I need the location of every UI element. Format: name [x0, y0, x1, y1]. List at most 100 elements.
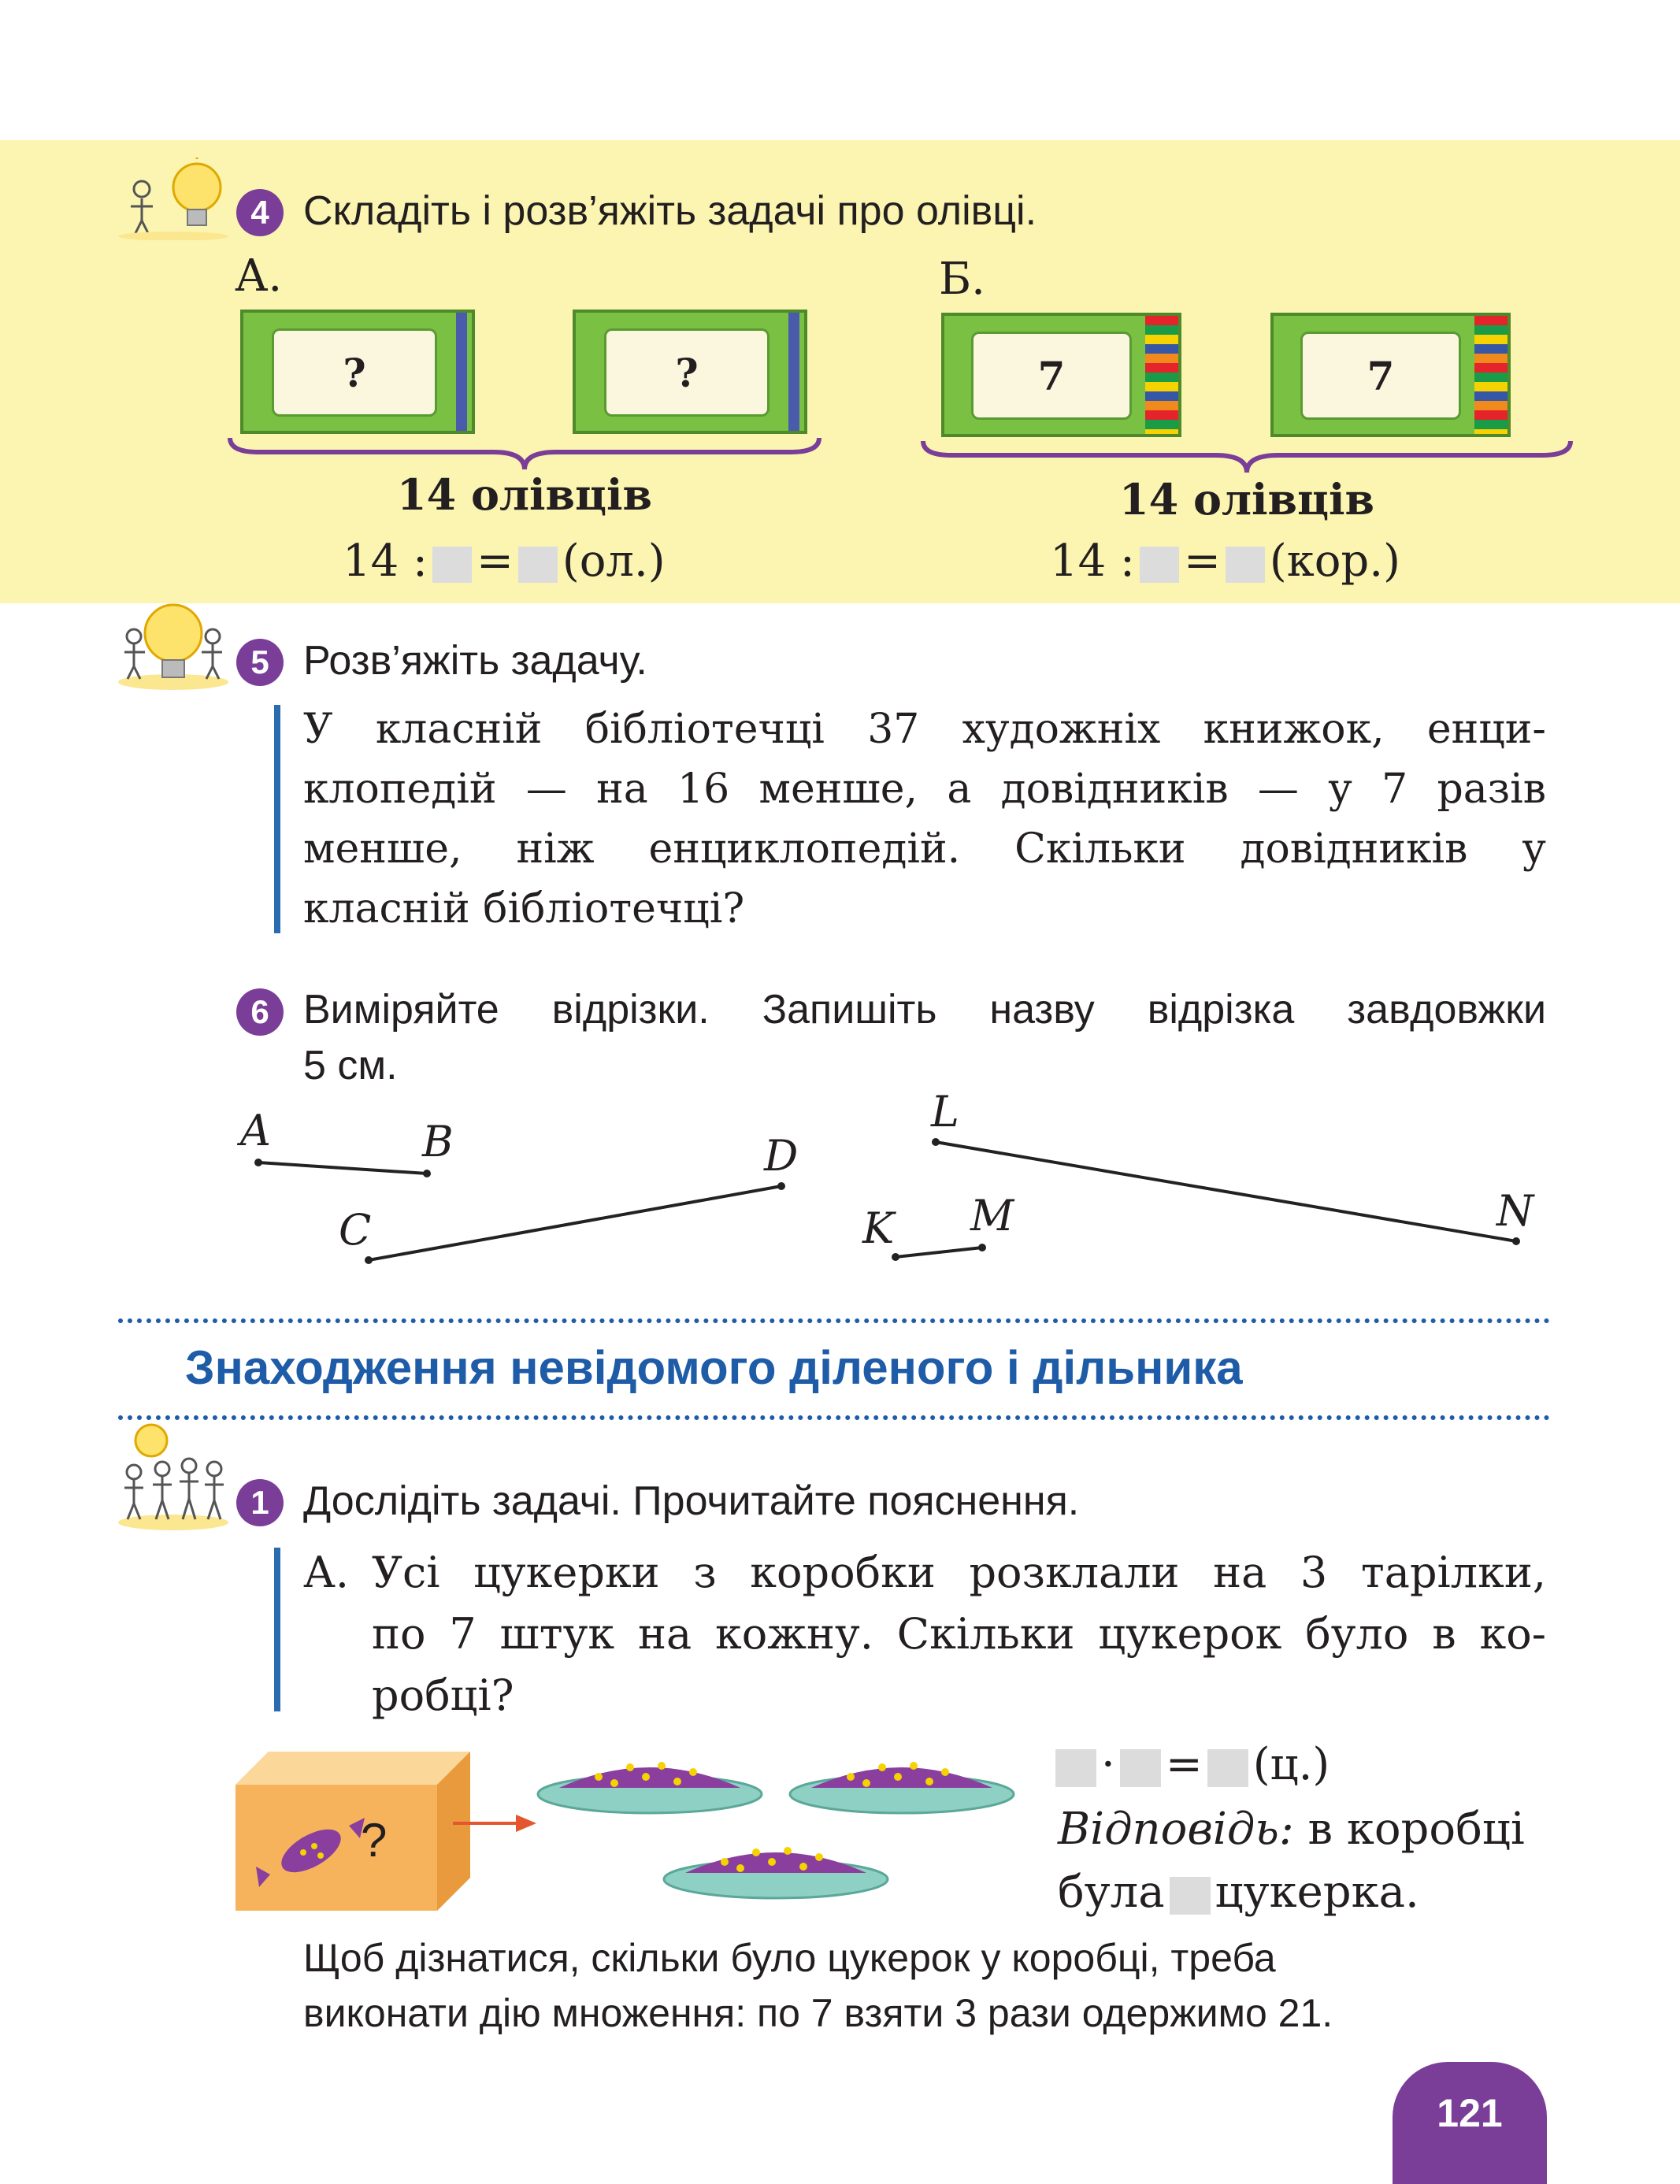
answer-box[interactable] [1169, 1876, 1211, 1915]
expr-left: 14 : [1050, 536, 1135, 587]
brace-b [921, 440, 1573, 473]
task1-answer-line2: була цукерка. [1058, 1867, 1419, 1918]
label-b: B [422, 1117, 454, 1166]
point-a [254, 1159, 262, 1166]
answer-text: цукерка. [1215, 1867, 1419, 1918]
label-m: M [970, 1191, 1014, 1240]
pencil-box-b1: 7 [941, 313, 1181, 437]
pencil-box-a1: ? [240, 310, 475, 434]
task1a-line: робці? [372, 1670, 514, 1720]
pencil-box-a2-count: ? [604, 328, 770, 417]
research-bulb-icon [118, 158, 228, 240]
answer-box[interactable] [1207, 1748, 1248, 1787]
pencils-icon [1474, 316, 1508, 434]
formula-unit: (ц.) [1252, 1739, 1330, 1790]
task4b-label: Б. [939, 254, 985, 305]
pencil-box-b2-count: 7 [1300, 332, 1461, 420]
answer-box[interactable] [1055, 1748, 1096, 1787]
pencil-box-a2: ? [573, 310, 807, 434]
task6-number-badge: 6 [236, 988, 284, 1036]
expr-left: 14 : [343, 536, 428, 587]
task5-line: класній бібліотечці? [303, 885, 745, 933]
expr-eq: = [476, 536, 514, 587]
expr-eq: = [1183, 536, 1221, 587]
bulb-people-icon [118, 603, 228, 690]
box-edge [456, 313, 467, 431]
task5-instruction: Розв’яжіть задачу. [303, 638, 647, 684]
task1-explanation-line2: виконати дію множення: по 7 взяти 3 рази… [303, 1991, 1333, 2035]
box-question-mark: ? [361, 1814, 388, 1867]
candy-box-illustration [235, 1752, 470, 1911]
task1-explanation-line1: Щоб дізнатися, скільки було цукерок у ко… [303, 1936, 1276, 1980]
task1-answer-line1: Відповідь: в коробці [1058, 1804, 1525, 1855]
task4a-label: А. [235, 250, 283, 302]
point-b [423, 1170, 431, 1177]
segment-ln [935, 1140, 1517, 1243]
point-k [892, 1253, 899, 1261]
segment-ab [258, 1161, 428, 1175]
answer-text: в коробці [1307, 1804, 1525, 1855]
task4a-total: 14 олівців [397, 469, 652, 520]
answer-box[interactable] [1119, 1748, 1161, 1787]
task1a-line: по 7 штук на кожну. Скільки цукерок було… [372, 1609, 1546, 1659]
arrow-right-icon [453, 1815, 536, 1832]
label-a: A [240, 1106, 271, 1155]
pencils-icon [1145, 316, 1178, 434]
plate-with-candies [536, 1762, 763, 1815]
task5-number-badge: 5 [236, 639, 284, 686]
task1-number-badge: 1 [236, 1479, 284, 1526]
formula-dot: · [1101, 1739, 1115, 1790]
plate-with-candies [662, 1847, 889, 1900]
page-number: 121 [1393, 2062, 1547, 2184]
task6-instruction-cont: 5 см. [303, 1043, 398, 1088]
segment-km [895, 1246, 983, 1259]
task4-instruction: Складіть і розв’яжіть задачі про олівці. [303, 188, 1037, 234]
pencil-box-b1-count: 7 [971, 332, 1132, 420]
task1a-line: Усі цукерки з коробки розклали на 3 тарі… [372, 1548, 1546, 1597]
task5-text: У класній бібліотечці 37 художніх книжок… [303, 699, 1546, 939]
section-title: Знаходження невідомого діленого і дільни… [185, 1341, 1243, 1394]
task1a-text: Усі цукерки з коробки розклали на 3 тарі… [372, 1542, 1546, 1726]
expr-unit: (ол.) [562, 536, 666, 587]
task1-instruction: Дослідіть задачі. Прочитайте пояснення. [303, 1478, 1080, 1524]
answer-box[interactable] [517, 546, 558, 583]
candy-icon [256, 1818, 365, 1887]
answer-box[interactable] [1139, 546, 1179, 583]
answer-text: була [1058, 1867, 1165, 1918]
task4-number-badge: 4 [236, 189, 284, 236]
task5-line: менше, ніж енциклопедій. Скільки довідни… [303, 825, 1546, 873]
point-c [365, 1256, 373, 1264]
pencil-box-a1-count: ? [272, 328, 437, 417]
task5-line: клопедій — на 16 менше, а довідників — у… [303, 766, 1546, 813]
task5-line: У класній бібліотечці 37 художніх книжок… [303, 706, 1546, 753]
formula-eq: = [1165, 1739, 1203, 1790]
answer-box[interactable] [432, 546, 472, 583]
dotted-divider-bottom [118, 1415, 1550, 1420]
point-m [978, 1244, 986, 1251]
point-n [1512, 1237, 1520, 1245]
label-l: L [931, 1087, 959, 1136]
task6-instruction: Виміряйте відрізки. Запишіть назву відрі… [303, 987, 1546, 1033]
task1-formula: · = (ц.) [1055, 1739, 1330, 1790]
plate-with-candies [788, 1762, 1015, 1815]
label-k: K [862, 1203, 895, 1253]
expr-unit: (кор.) [1269, 536, 1400, 587]
group-research-icon [118, 1423, 228, 1530]
label-c: C [339, 1205, 372, 1255]
box-edge [788, 313, 799, 431]
task4b-total: 14 олівців [1119, 474, 1374, 525]
task1-side-bar [274, 1548, 280, 1711]
answer-label: Відповідь: [1058, 1804, 1294, 1855]
segment-cd [368, 1185, 782, 1262]
point-d [777, 1182, 785, 1190]
label-d: D [764, 1131, 799, 1181]
pencil-box-b2: 7 [1270, 313, 1511, 437]
answer-box[interactable] [1225, 546, 1265, 583]
segments-figure [254, 1138, 1520, 1264]
brace-a [228, 437, 821, 470]
dotted-divider-top [118, 1318, 1550, 1323]
task5-side-bar [274, 705, 280, 933]
task4b-expression: 14 : = (кор.) [1050, 536, 1400, 587]
label-n: N [1496, 1186, 1534, 1236]
task4a-expression: 14 : = (ол.) [343, 536, 666, 587]
